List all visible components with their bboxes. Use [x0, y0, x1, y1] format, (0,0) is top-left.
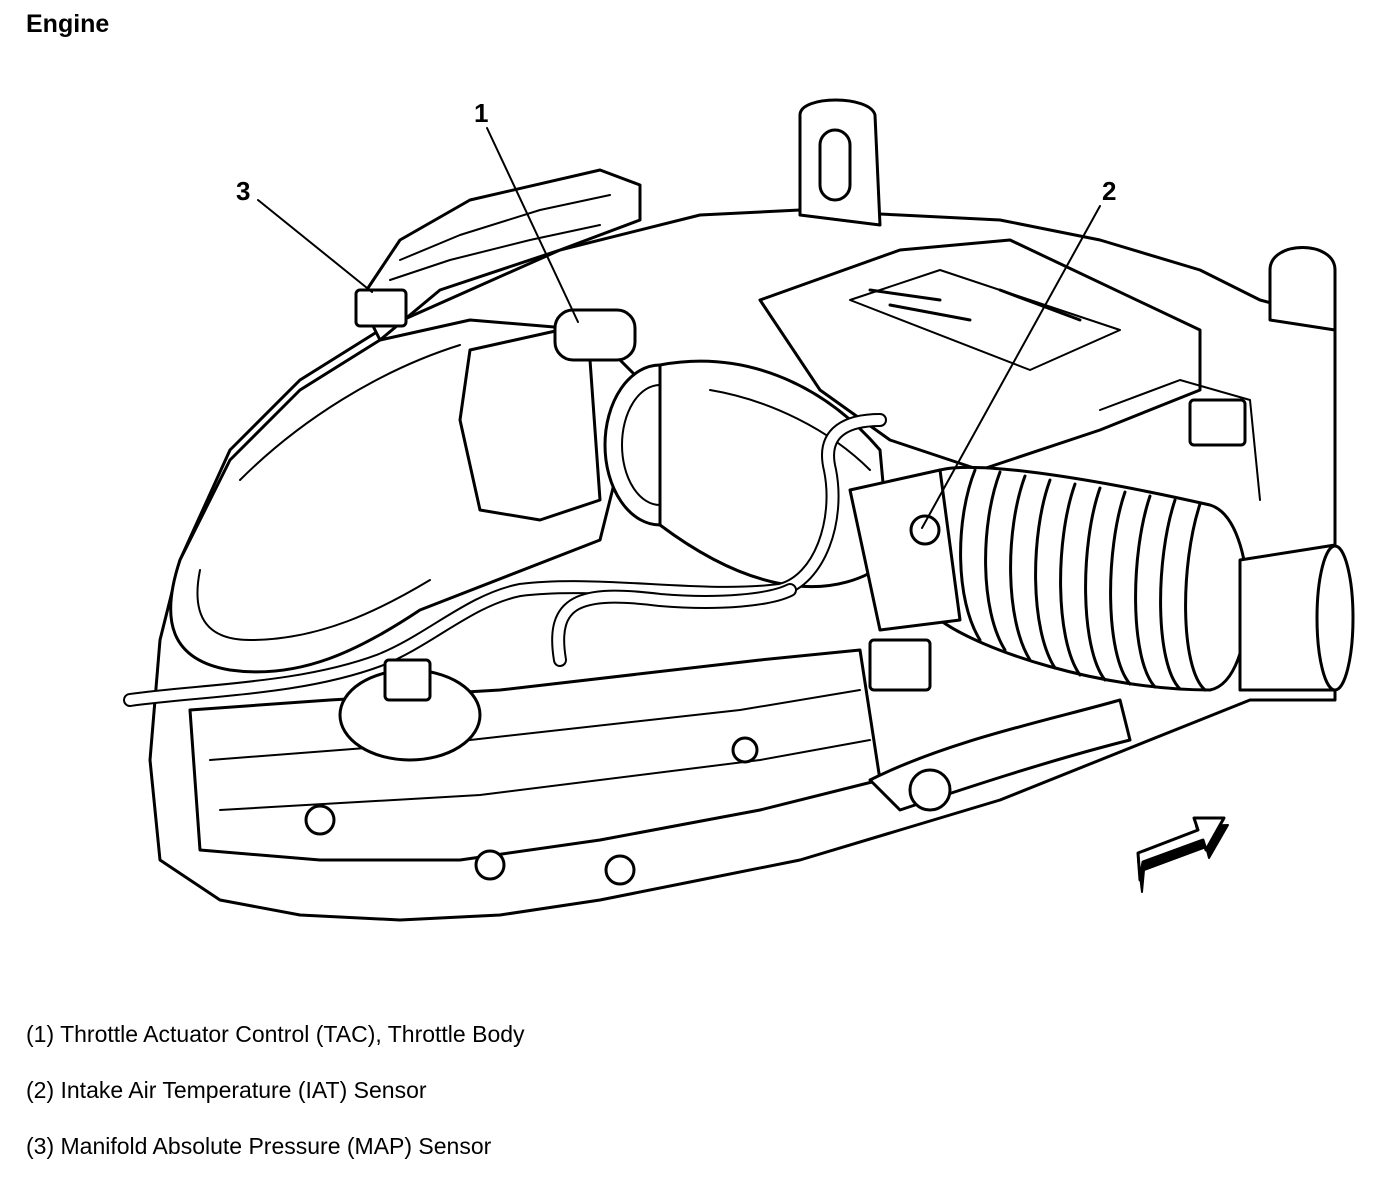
map-sensor	[354, 288, 408, 328]
callout-1-number: 1	[474, 98, 488, 128]
callout-legend: (1) Throttle Actuator Control (TAC), Thr…	[26, 1020, 525, 1188]
legend-item: (2) Intake Air Temperature (IAT) Sensor	[26, 1077, 427, 1103]
engine-illustration	[123, 98, 1355, 922]
front-direction-arrow	[1136, 816, 1229, 893]
air-cleaner-housing	[758, 238, 1202, 472]
callout-leaders	[257, 127, 1101, 529]
callout-2-number: 2	[1102, 176, 1116, 206]
callout-3-number: 3	[236, 176, 250, 206]
iat-sensor	[909, 514, 941, 546]
map-sensor-bracket	[358, 168, 642, 342]
oil-filler-cap	[1268, 246, 1337, 332]
callout-2-leader	[921, 205, 1101, 529]
callout-3-leader	[257, 199, 373, 293]
page-title: Engine	[26, 10, 110, 38]
legend-item: (3) Manifold Absolute Pressure (MAP) Sen…	[26, 1133, 492, 1159]
callout-1-leader	[486, 127, 579, 323]
legend-item: (1) Throttle Actuator Control (TAC), Thr…	[26, 1021, 525, 1047]
intake-bellows	[938, 465, 1249, 692]
